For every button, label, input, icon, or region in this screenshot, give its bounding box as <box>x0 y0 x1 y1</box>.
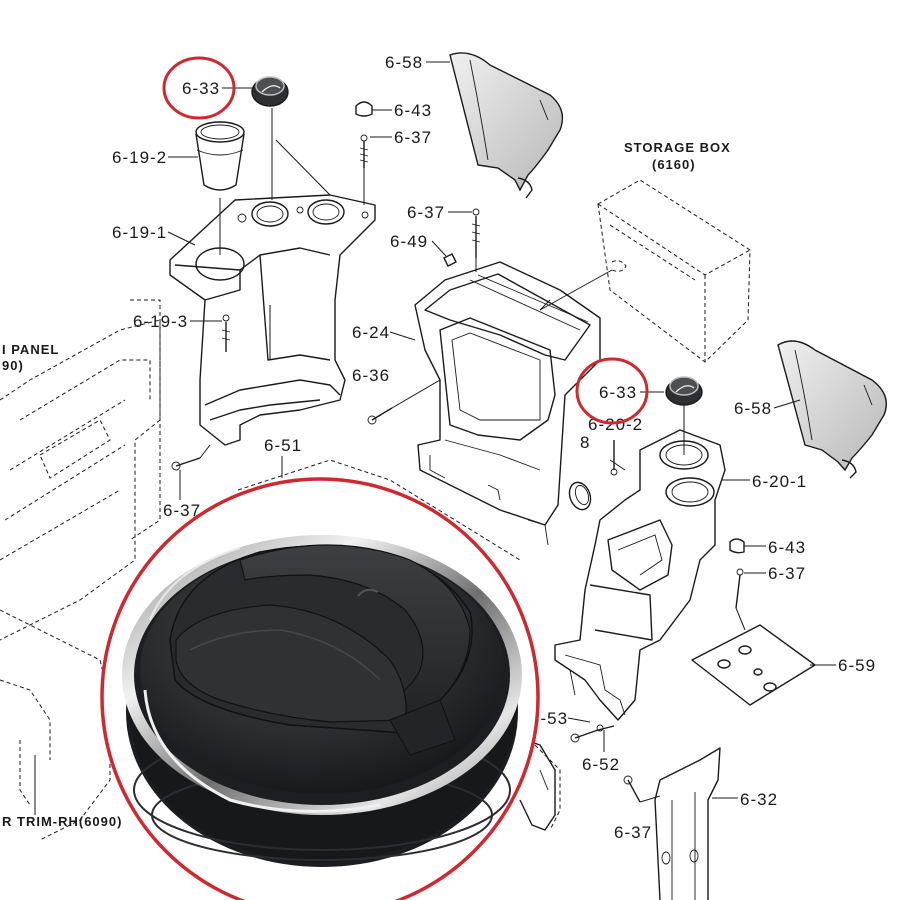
armrest-lid-right <box>777 340 887 479</box>
rear-tray <box>414 261 601 546</box>
label-6-58-top: 6-58 <box>385 53 423 72</box>
label-6-37-left: 6-37 <box>163 501 201 520</box>
label-6-33-mid: 6-33 <box>599 383 637 402</box>
label-i-panel: I PANEL <box>2 342 59 357</box>
clip-and-screw-right <box>729 538 746 631</box>
leader-lines <box>167 61 836 799</box>
bracket-6-32 <box>654 747 721 900</box>
label-6-33-top: 6-33 <box>182 79 220 98</box>
screw-6-20-2 <box>610 440 618 476</box>
label-6-37-mid: 6-37 <box>407 203 445 222</box>
callout-labels: 6-33 6-58 6-43 6-37 6-19-2 6-19-1 6-37 6… <box>2 53 876 842</box>
vent-top <box>251 76 331 200</box>
label-storage-box: STORAGE BOX <box>624 140 731 155</box>
label-6-36: 6-36 <box>352 366 390 385</box>
label-6-53: 6-53 <box>530 709 568 728</box>
highlight-ring-top <box>162 56 236 120</box>
screw-bottom-6-37 <box>623 775 661 803</box>
label-6-43-top: 6-43 <box>394 101 432 120</box>
floor-plate-6-59 <box>691 624 816 706</box>
label-storage-box-code: (6160) <box>652 157 696 172</box>
front-console <box>554 429 726 721</box>
vent-middle <box>665 376 703 455</box>
screw-6-19-3 <box>221 314 231 352</box>
label-6-58-right: 6-58 <box>734 399 772 418</box>
label-6-19-3: 6-19-3 <box>133 312 188 331</box>
label-6-37-right: 6-37 <box>768 564 806 583</box>
screw-and-clip-middle <box>443 208 481 272</box>
panel-6-51 <box>237 459 561 831</box>
label-6-59: 6-59 <box>838 656 876 675</box>
instrument-panel-outline <box>0 299 161 841</box>
screw-left-bottom <box>171 444 211 500</box>
label-6-51: 6-51 <box>264 436 302 455</box>
label-6-37-top: 6-37 <box>394 128 432 147</box>
label-trim-rh: R TRIM-RH(6090) <box>2 814 122 829</box>
label-6-19-2: 6-19-2 <box>112 148 167 167</box>
round-air-vent-icon <box>122 535 522 867</box>
label-8: 8 <box>580 433 590 452</box>
label-6-32: 6-32 <box>740 790 778 809</box>
label-6-49: 6-49 <box>390 232 428 251</box>
highlight-ring-middle <box>575 357 649 425</box>
storage-box <box>539 179 751 363</box>
cup-holder-frame <box>169 194 376 446</box>
label-6-20-1: 6-20-1 <box>752 472 807 491</box>
label-6-24: 6-24 <box>352 323 390 342</box>
clip-and-screw-top <box>355 101 373 205</box>
label-6-43-right: 6-43 <box>768 538 806 557</box>
label-i-panel-code: 90) <box>2 358 24 373</box>
label-6-20-2: 6-20-2 <box>588 415 643 434</box>
armrest-lid-top <box>449 52 564 199</box>
screws-6-52-6-53 <box>570 724 615 743</box>
cup-insert <box>195 121 245 255</box>
vent-photo-callout <box>100 477 540 900</box>
screw-6-36 <box>367 379 441 425</box>
label-6-19-1: 6-19-1 <box>112 223 167 242</box>
ring-8 <box>568 481 592 511</box>
label-6-37-bottom: 6-37 <box>614 823 652 842</box>
label-6-52: 6-52 <box>582 755 620 774</box>
